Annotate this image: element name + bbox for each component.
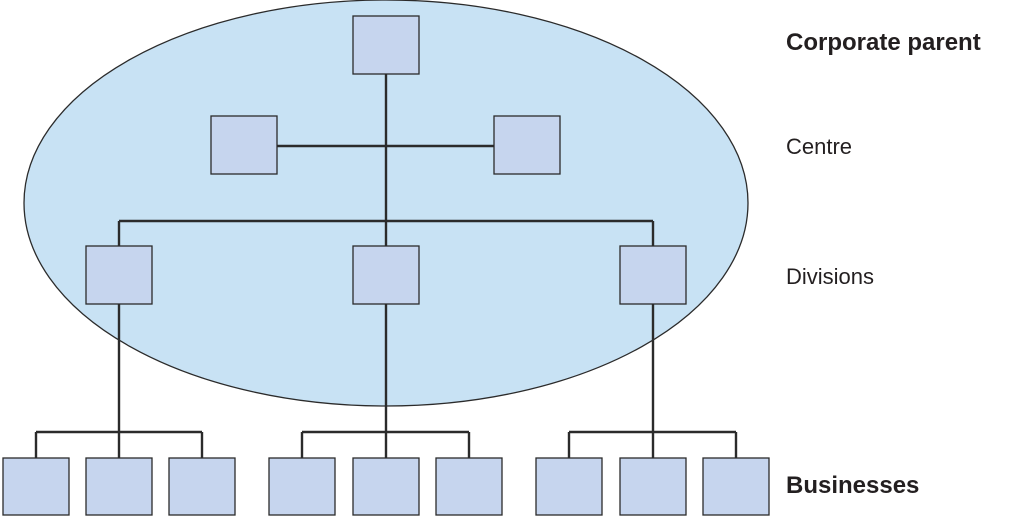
division-box-middle — [352, 245, 420, 305]
corporate-parent-label: Corporate parent — [786, 29, 981, 56]
business-box — [435, 457, 503, 516]
division-box-left — [85, 245, 153, 305]
centre-label: Centre — [786, 134, 853, 159]
business-box — [702, 457, 770, 516]
division-box-right — [619, 245, 687, 305]
business-box — [535, 457, 603, 516]
business-box — [619, 457, 687, 516]
centre-box-left — [210, 115, 278, 175]
centre-box-right — [493, 115, 561, 175]
business-box — [2, 457, 70, 516]
business-box — [85, 457, 153, 516]
connector-lines — [34, 74, 738, 458]
divisions-label: Divisions — [786, 264, 875, 289]
unit-boxes — [2, 15, 770, 516]
business-box — [268, 457, 336, 516]
business-box — [168, 457, 236, 516]
businesses-label: Businesses — [786, 472, 920, 499]
business-box — [352, 457, 420, 516]
corporate-parent-box — [352, 15, 420, 75]
